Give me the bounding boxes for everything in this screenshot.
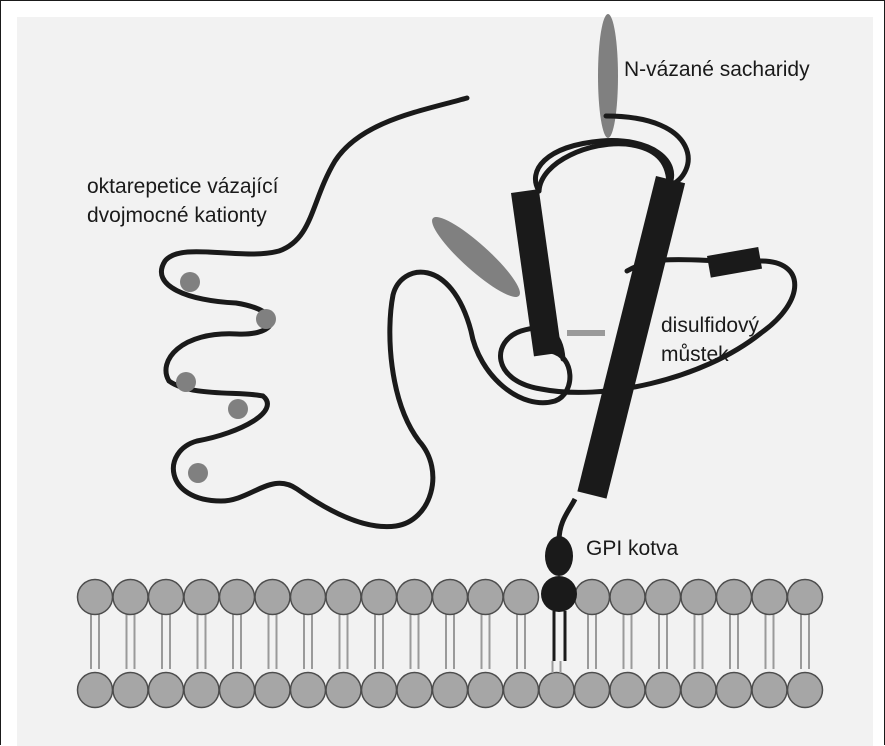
helix-small (707, 247, 762, 278)
label-n-glycans: N-vázané sacharidy (624, 58, 810, 81)
lipid-head (113, 580, 148, 615)
lipid-head (291, 673, 326, 708)
label-gpi-anchor: GPI kotva (586, 537, 679, 560)
lipid-head (681, 673, 716, 708)
lipid-head (149, 580, 184, 615)
lipid-head (717, 673, 752, 708)
cation-dot (176, 372, 196, 392)
lipid-head (610, 580, 645, 615)
lipid-bilayer (78, 580, 823, 708)
lipid-head (397, 580, 432, 615)
lipid-head (255, 673, 290, 708)
lipid-head (326, 580, 361, 615)
lipid-head (291, 580, 326, 615)
helix-2 (577, 176, 685, 499)
lipid-head (681, 580, 716, 615)
lipid-head (575, 673, 610, 708)
cation-dot (256, 309, 276, 329)
lipid-head (539, 673, 574, 708)
glycan-left (424, 209, 528, 306)
lipid-head (610, 673, 645, 708)
gpi-anchor-head (545, 536, 573, 576)
lipid-head (397, 673, 432, 708)
lipid-head (362, 580, 397, 615)
cation-dot (228, 399, 248, 419)
lipid-head (504, 673, 539, 708)
lipid-head (788, 580, 823, 615)
lipid-head (149, 673, 184, 708)
lipid-head (752, 580, 787, 615)
lipid-head (717, 580, 752, 615)
glycan-top (598, 14, 618, 138)
lipid-head (788, 673, 823, 708)
gpi-linker (559, 499, 575, 541)
lipid-head (468, 673, 503, 708)
label-octarepeat-line2: dvojmocné kationty (87, 204, 267, 227)
lipid-head (646, 673, 681, 708)
label-disulfide-line2: můstek (661, 343, 729, 366)
lipid-head (184, 673, 219, 708)
lipid-head (326, 673, 361, 708)
lipid-head (78, 673, 113, 708)
lipid-head (220, 673, 255, 708)
lipid-head (646, 580, 681, 615)
cation-dot (188, 463, 208, 483)
gpi-anchor-head-membrane (541, 576, 577, 612)
lipid-head (468, 580, 503, 615)
label-octarepeat-line1: oktarepetice vázající (87, 175, 279, 198)
lipid-head (220, 580, 255, 615)
lipid-head (433, 673, 468, 708)
cation-dot (180, 272, 200, 292)
lipid-head (362, 673, 397, 708)
lipid-head (78, 580, 113, 615)
lipid-head (504, 580, 539, 615)
lipid-head (255, 580, 290, 615)
lipid-head (433, 580, 468, 615)
lipid-head (113, 673, 148, 708)
lipid-head (184, 580, 219, 615)
label-disulfide-line1: disulfidový (661, 314, 760, 337)
lipid-head (752, 673, 787, 708)
lipid-head (575, 580, 610, 615)
